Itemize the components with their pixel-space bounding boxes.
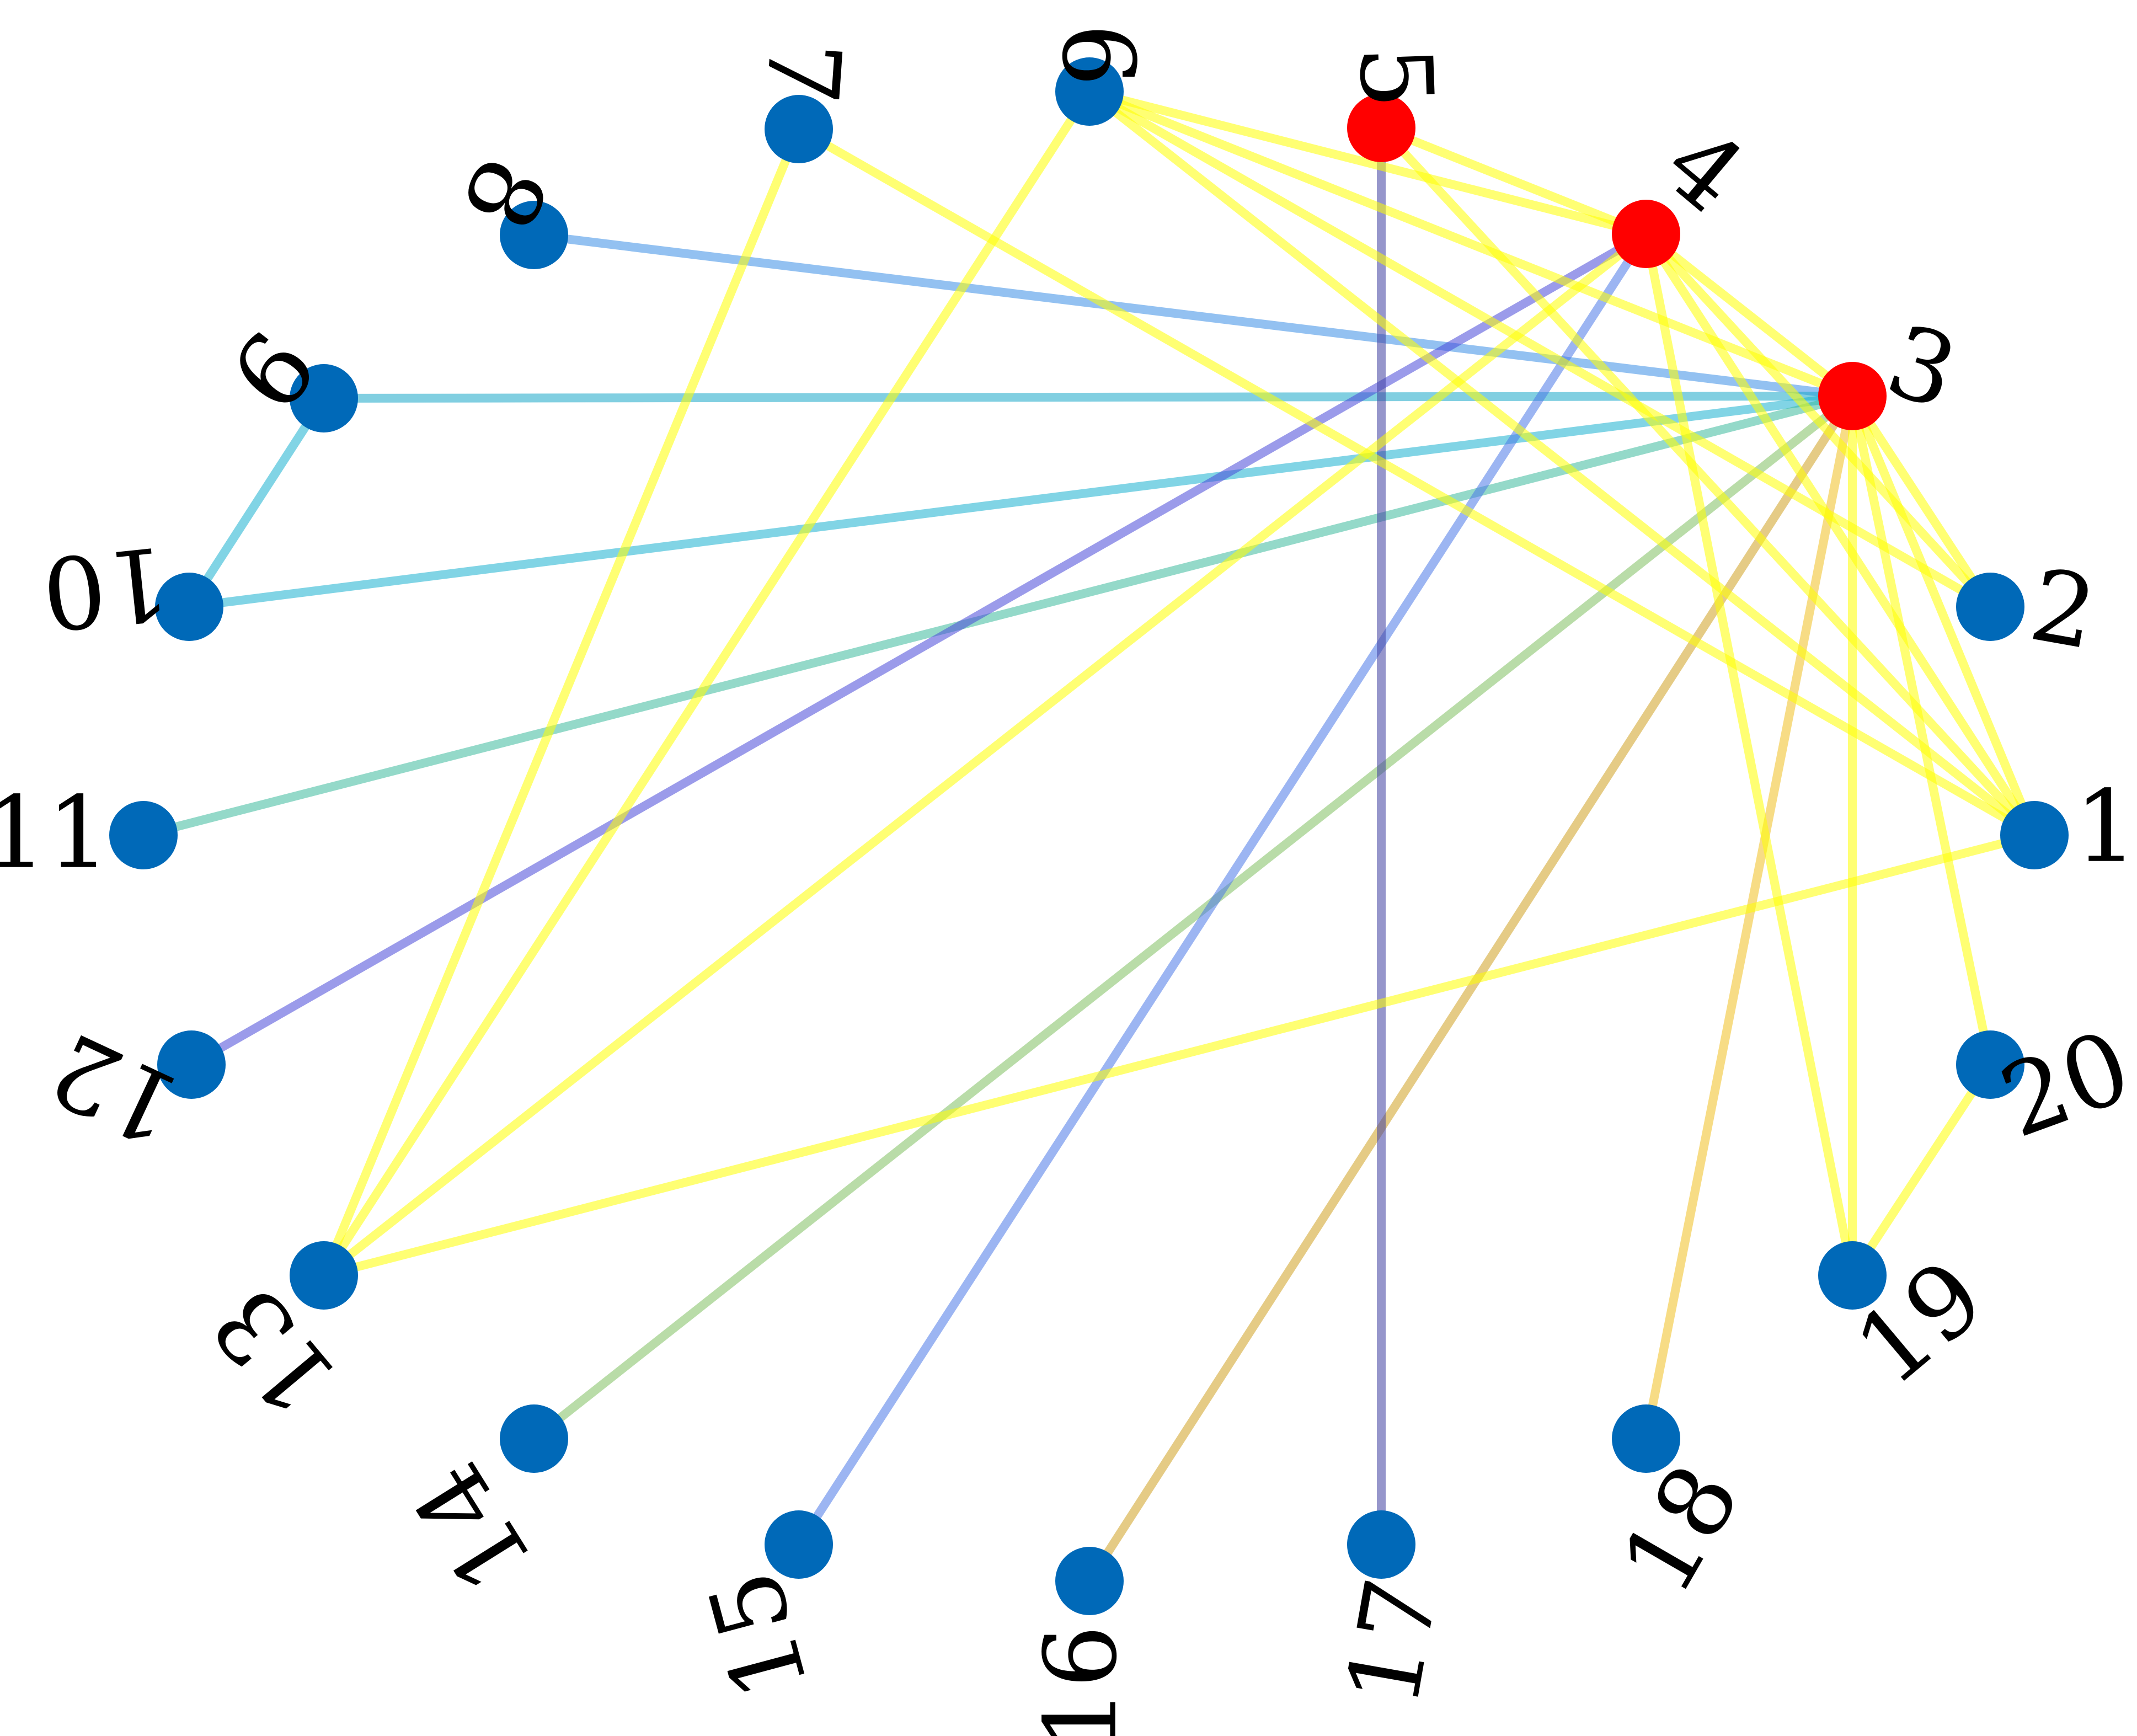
edge-13-4 [319,229,1650,1280]
node-label-3: 3 [1874,303,1970,432]
node-label-12: 12 [34,1009,197,1167]
edge-5-4 [1377,124,1650,238]
edge-9-3 [319,392,1857,403]
edge-3-2 [1848,392,1995,611]
edge-11-3 [139,392,1857,840]
edge-6-2 [1085,87,1995,611]
edge-4-2 [1642,229,1995,611]
node-3[interactable] [1818,362,1887,430]
edge-6-1 [1085,87,2039,840]
edge-3-20 [1848,392,1995,1069]
edge-4-19 [1642,229,1857,1280]
node-label-10: 10 [37,524,175,651]
edge-6-4 [1085,87,1650,238]
node-label-2: 2 [2022,548,2104,672]
node-label-18: 18 [1599,1446,1762,1613]
edge-13-1 [319,831,2039,1280]
node-9[interactable] [290,364,358,432]
edge-7-1 [794,125,2039,840]
edge-15-4 [794,229,1650,1549]
node-20[interactable] [1956,1030,2024,1099]
node-label-17: 17 [1326,1571,1461,1715]
node-label-15: 15 [687,1559,831,1711]
node-11[interactable] [109,801,178,869]
node-13[interactable] [290,1241,358,1310]
node-17[interactable] [1347,1510,1415,1579]
edge-20-19 [1848,1060,1995,1280]
node-label-1: 1 [2075,770,2137,885]
node-label-20: 20 [1987,1009,2137,1161]
edge-13-6 [319,87,1094,1280]
node-15[interactable] [765,1510,833,1579]
nodes-layer [109,57,2069,1615]
edge-18-3 [1642,392,1857,1443]
node-10[interactable] [155,573,223,641]
node-label-7: 7 [743,37,862,108]
edge-4-3 [1642,229,1857,400]
node-1[interactable] [2000,801,2069,869]
node-6[interactable] [1055,57,1124,126]
edge-10-3 [185,392,1857,611]
node-18[interactable] [1612,1404,1680,1473]
node-label-6: 6 [1040,24,1155,87]
edge-3-1 [1848,392,2039,840]
node-19[interactable] [1818,1241,1887,1310]
node-7[interactable] [765,95,833,163]
node-16[interactable] [1055,1547,1124,1615]
edge-12-4 [187,229,1650,1069]
node-label-16: 16 [1024,1625,1139,1736]
node-14[interactable] [500,1404,568,1473]
edge-5-1 [1377,124,2039,840]
node-label-5: 5 [1337,44,1454,111]
edges-layer [139,87,2039,1585]
edge-6-3 [1085,87,1857,400]
node-label-11: 11 [0,776,110,891]
edge-4-1 [1642,229,2039,840]
node-4[interactable] [1612,200,1680,268]
node-5[interactable] [1347,94,1415,162]
node-8[interactable] [500,201,568,269]
node-12[interactable] [157,1030,226,1099]
edge-9-10 [185,394,328,611]
edge-14-3 [530,392,1857,1443]
node-2[interactable] [1956,573,2024,641]
edge-13-7 [319,125,803,1280]
edge-8-3 [530,231,1857,400]
